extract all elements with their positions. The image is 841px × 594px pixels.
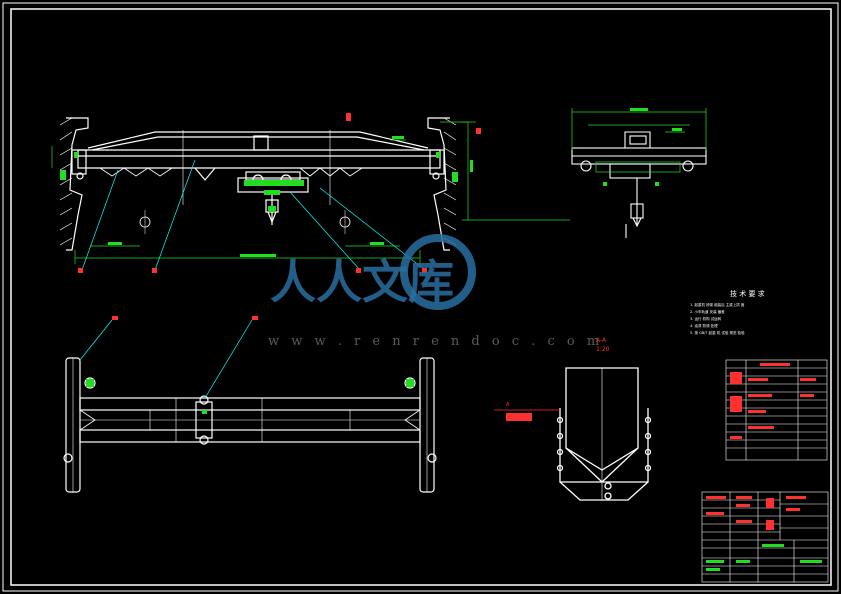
section-scale: 1:20 [596,346,610,353]
watermark-url: w w w . r e n r e n d o c . c o m [268,334,603,349]
section-ref-label: A [506,402,510,408]
section-labels: A-A 1:20 A [506,337,610,408]
elevation-leaders [81,159,426,271]
elevation-balloon-marks [78,113,481,273]
section-ref-mark [494,409,560,421]
note-3: 3. 运行 机构 试运转 [690,316,722,321]
notes-title: 技 术 要 求 [730,289,765,298]
plan-green-marks [86,379,414,414]
note-5: 5. 按 GB/T 起重 机 试验 规范 检验 [690,330,745,335]
plan-balloon-marks [112,316,258,320]
note-4: 4. 油漆 防锈 处理 [690,323,718,328]
side-view-marks [603,108,682,186]
section-view [556,367,652,501]
side-view [571,131,707,238]
plan-view [63,357,437,493]
watermark-text: 人人文库 [270,255,454,309]
side-view-dimensions [571,108,707,173]
title-block-marks [706,496,806,530]
elevation-green-highlights [60,152,458,212]
elevation-dimension-marks [108,136,473,257]
section-label: A-A [596,337,607,344]
front-elevation-view [59,117,457,251]
title-block [701,491,829,583]
technical-notes: 技 术 要 求 1. 起重机 桥架 组装后 主梁上拱 度 2. 小车轨道 安装 … [690,289,765,335]
note-1: 1. 起重机 桥架 组装后 主梁上拱 度 [690,302,745,307]
parts-table [725,359,828,461]
inner-border [10,8,832,586]
note-2: 2. 小车轨道 安装 偏差 [690,309,725,314]
plan-leaders [79,319,253,399]
watermark-logo: 人人文库 w w w . r e n r e n d o c . c o m [268,234,603,349]
elevation-dimensions [51,121,570,264]
parts-table-marks [730,363,816,439]
title-block-green-marks [706,544,822,571]
